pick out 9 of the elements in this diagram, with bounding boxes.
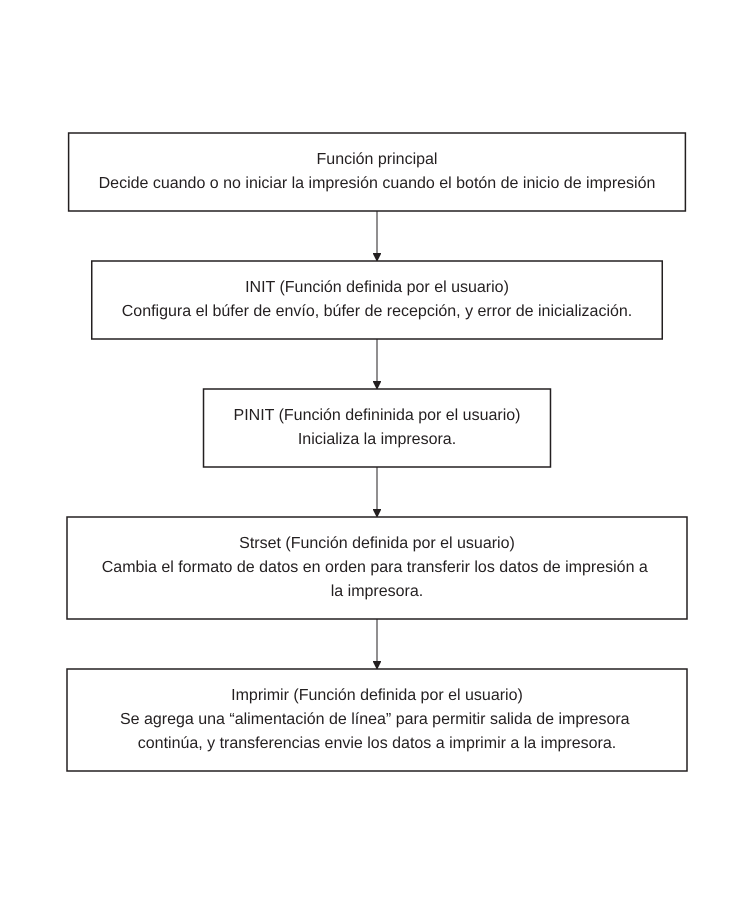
node-box: PINIT (Función defininida por el usuario) Inicializa la impresora. — [202, 388, 552, 468]
node-box: Imprimir (Función definida por el usuario) Se agrega una “alimentación de línea” para permitir salida de impresora continúa, y transferencias envie los datos a imprimir a la impresora. — [66, 668, 688, 772]
arrow — [372, 618, 382, 670]
node-box: INIT (Función definida por el usuario) Configura el búfer de envío, búfer de recepción, y error de inicialización. — [91, 260, 663, 340]
node-box: Strset (Función definida por el usuario) Cambia el formato de datos en orden para transferir los datos de impresión a la impresora. — [66, 516, 688, 620]
arrow — [372, 338, 382, 390]
node-box: Función principal Decide cuando o no iniciar la impresión cuando el botón de inicio de impresión — [68, 132, 686, 212]
arrow — [372, 210, 382, 262]
arrow — [372, 466, 382, 518]
